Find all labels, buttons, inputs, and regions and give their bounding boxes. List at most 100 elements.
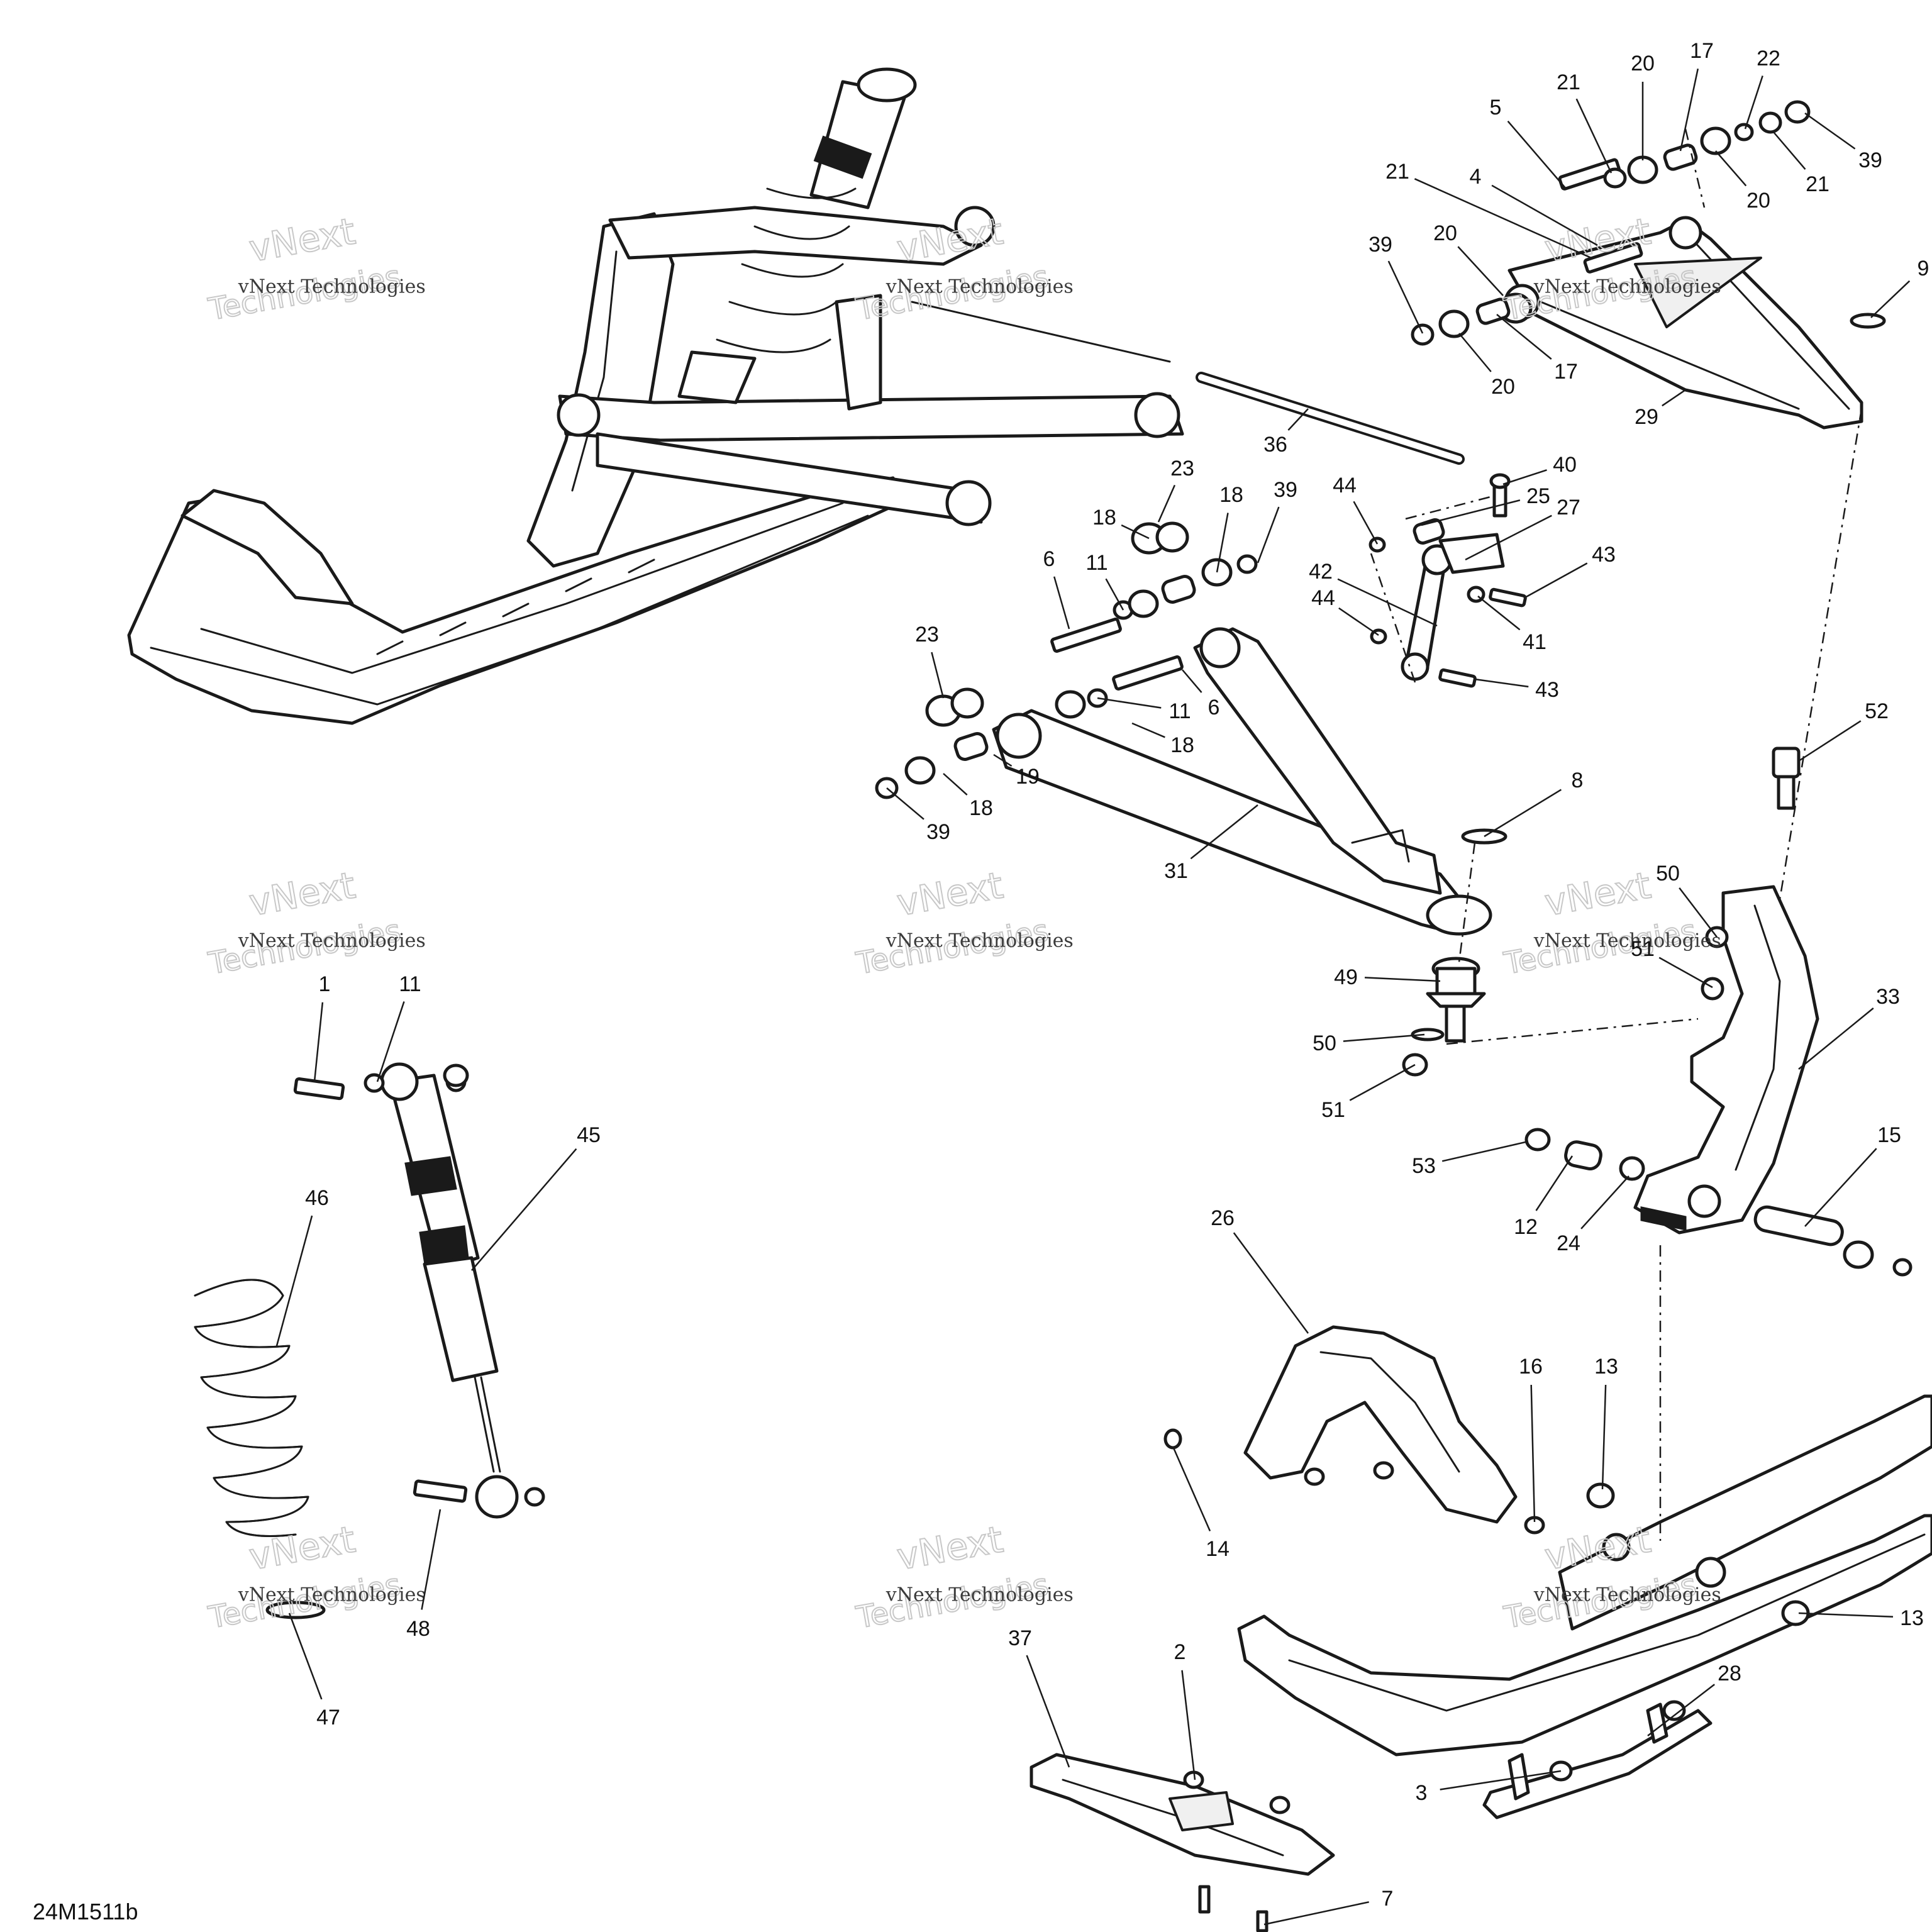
- part-33-spindle: [1633, 885, 1819, 1235]
- callout-leader-45: [471, 1148, 577, 1271]
- exploded-ski: [1237, 1394, 1932, 1757]
- callout-20: 20: [1746, 189, 1770, 213]
- callout-31: 31: [1164, 859, 1188, 883]
- callout-20: 20: [1491, 375, 1515, 399]
- callout-leader-11: [1097, 697, 1162, 709]
- svg-text:vNext: vNext: [246, 209, 358, 270]
- callout-50: 50: [1656, 862, 1680, 886]
- callout-leader-20: [1715, 150, 1747, 187]
- callout-44: 44: [1311, 586, 1335, 610]
- callout-leader-1: [313, 1002, 324, 1082]
- callout-39: 39: [926, 820, 950, 844]
- callout-leader-39: [1804, 112, 1856, 150]
- assembled-spindle-and-arms: [526, 206, 1184, 568]
- callout-leader-11: [376, 1001, 405, 1082]
- callout-21: 21: [1806, 172, 1829, 196]
- callout-22: 22: [1757, 47, 1780, 70]
- watermark: vNext Technologies vNext Technologies: [205, 209, 426, 328]
- callout-21: 21: [1385, 160, 1409, 184]
- callout-leader-49: [1364, 977, 1441, 982]
- callout-23: 23: [1170, 457, 1194, 480]
- callout-leader-4: [1491, 184, 1598, 247]
- assembled-shock-and-spring: [677, 67, 917, 404]
- callout-leader-18: [943, 773, 968, 796]
- svg-text:vNext Technologies: vNext Technologies: [1533, 930, 1721, 952]
- callout-17: 17: [1554, 360, 1578, 384]
- callout-7: 7: [1382, 1887, 1394, 1911]
- callout-13: 13: [1900, 1606, 1924, 1630]
- callout-41: 41: [1523, 630, 1546, 654]
- callout-43: 43: [1535, 678, 1559, 702]
- callout-leader-41: [1477, 596, 1521, 631]
- callout-leader-50: [1679, 887, 1718, 938]
- callout-leader-6: [1053, 576, 1070, 630]
- callout-18: 18: [1219, 483, 1243, 507]
- callout-leader-11: [1105, 578, 1124, 611]
- svg-text:vNext Technologies: vNext Technologies: [1533, 275, 1721, 297]
- svg-text:vNext Technologies: vNext Technologies: [238, 275, 426, 297]
- callout-leader-47: [288, 1613, 323, 1700]
- callout-25: 25: [1526, 484, 1550, 508]
- callout-leader-23: [931, 652, 945, 699]
- callout-39: 39: [1858, 148, 1882, 172]
- callout-18: 18: [969, 796, 993, 820]
- svg-text:vNext: vNext: [894, 209, 1006, 270]
- callout-14: 14: [1206, 1537, 1230, 1561]
- part-26-handle-bracket: [1243, 1325, 1518, 1524]
- callout-39: 39: [1368, 233, 1392, 257]
- callout-leader-18: [1121, 524, 1150, 540]
- svg-text:vNext: vNext: [246, 1518, 358, 1578]
- callout-19: 19: [1016, 765, 1040, 789]
- svg-text:vNext: vNext: [246, 863, 358, 924]
- part-45-shock-absorber: [380, 1062, 519, 1519]
- callout-26: 26: [1211, 1206, 1235, 1230]
- callout-leader-53: [1441, 1140, 1529, 1162]
- callout-12: 12: [1514, 1215, 1538, 1239]
- callout-2: 2: [1174, 1640, 1186, 1664]
- callout-leader-18: [1131, 722, 1165, 738]
- callout-44: 44: [1333, 474, 1357, 497]
- part-36-stabilizer-rod: [1196, 372, 1465, 465]
- callout-43: 43: [1592, 543, 1616, 567]
- watermark: vNext Technologies vNext Technologies: [205, 863, 426, 982]
- part-49-ball-joint: [1426, 957, 1486, 1043]
- callout-51: 51: [1631, 937, 1655, 961]
- callout-leader-27: [1465, 514, 1552, 561]
- callout-20: 20: [1433, 221, 1457, 245]
- svg-text:vNext: vNext: [894, 1518, 1006, 1578]
- callout-leader-9: [1870, 280, 1911, 318]
- callout-13: 13: [1594, 1355, 1618, 1379]
- callout-leader-20: [1457, 246, 1504, 296]
- callout-18: 18: [1092, 506, 1116, 530]
- callout-40: 40: [1553, 453, 1577, 477]
- callout-24: 24: [1557, 1231, 1580, 1255]
- callout-11: 11: [1085, 551, 1108, 575]
- callout-leader-37: [1026, 1655, 1070, 1768]
- callout-leaders: [275, 69, 1911, 1926]
- part-52-bolt: [1772, 747, 1801, 810]
- callout-leader-12: [1535, 1155, 1574, 1211]
- callout-3: 3: [1416, 1781, 1428, 1805]
- callout-leader-39: [1257, 506, 1280, 564]
- callout-9: 9: [1918, 257, 1929, 280]
- callout-leader-5: [1507, 120, 1567, 189]
- callout-leader-51: [1658, 957, 1713, 989]
- callout-leader-29: [1662, 389, 1686, 407]
- svg-text:vNext: vNext: [894, 863, 1006, 924]
- callout-leader-16: [1530, 1384, 1536, 1523]
- callout-leader-13: [1798, 1612, 1894, 1618]
- callout-leader-28: [1647, 1684, 1715, 1736]
- callout-leader-21: [1575, 98, 1613, 174]
- callout-leader-48: [421, 1509, 441, 1610]
- callout-leader-20: [1458, 333, 1492, 372]
- reference-code: 24M1511b: [33, 1899, 138, 1924]
- callout-leader-51: [1349, 1063, 1416, 1101]
- svg-text:vNext Technologies: vNext Technologies: [1533, 1584, 1721, 1606]
- part-28-carbide-runner: [1482, 1702, 1713, 1819]
- callout-leader-23: [1157, 484, 1176, 523]
- part-46-coil-spring: [194, 1279, 309, 1537]
- callout-leader-8: [1484, 789, 1562, 838]
- callout-11: 11: [399, 972, 421, 996]
- callout-leader-3: [1440, 1770, 1562, 1790]
